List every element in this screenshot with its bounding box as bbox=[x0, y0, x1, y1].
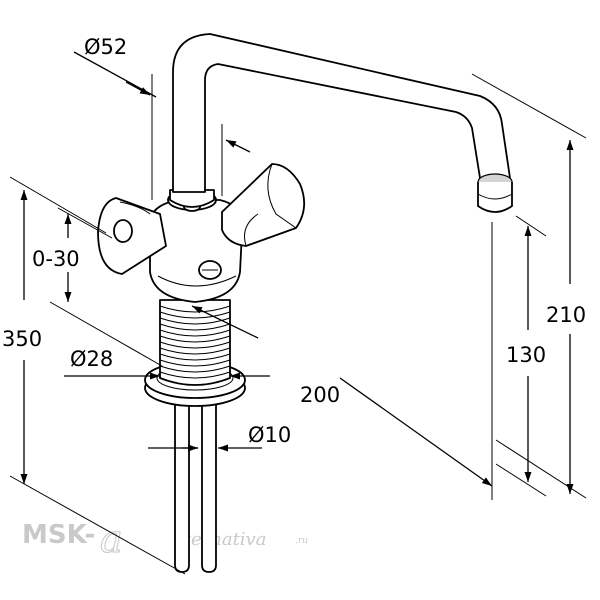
label-tube-diameter: Ø10 bbox=[248, 423, 291, 447]
label-spout-diameter: Ø52 bbox=[84, 35, 127, 59]
label-spout-reach: 200 bbox=[300, 383, 340, 407]
dimension-labels: Ø52 0-30 350 Ø28 200 Ø10 130 210 bbox=[2, 35, 586, 447]
watermark-glyph: a bbox=[100, 517, 123, 561]
swivel-spout bbox=[172, 33, 513, 213]
watermark: MSK- a lternativa .ru bbox=[22, 516, 308, 561]
dimension-lines bbox=[9, 51, 587, 575]
label-shank-diameter: Ø28 bbox=[70, 347, 113, 371]
faucet-drawing bbox=[97, 33, 513, 573]
label-total-height: 350 bbox=[2, 327, 42, 351]
watermark-tld: .ru bbox=[295, 536, 308, 546]
right-handle bbox=[221, 163, 306, 247]
label-outlet-height: 130 bbox=[506, 343, 546, 367]
watermark-name: lternativa bbox=[178, 529, 266, 550]
watermark-brand: MSK- bbox=[22, 520, 95, 550]
threaded-shank bbox=[159, 299, 231, 386]
label-spout-height: 210 bbox=[546, 303, 586, 327]
left-handle bbox=[97, 197, 167, 275]
label-lever-range: 0-30 bbox=[32, 247, 80, 271]
